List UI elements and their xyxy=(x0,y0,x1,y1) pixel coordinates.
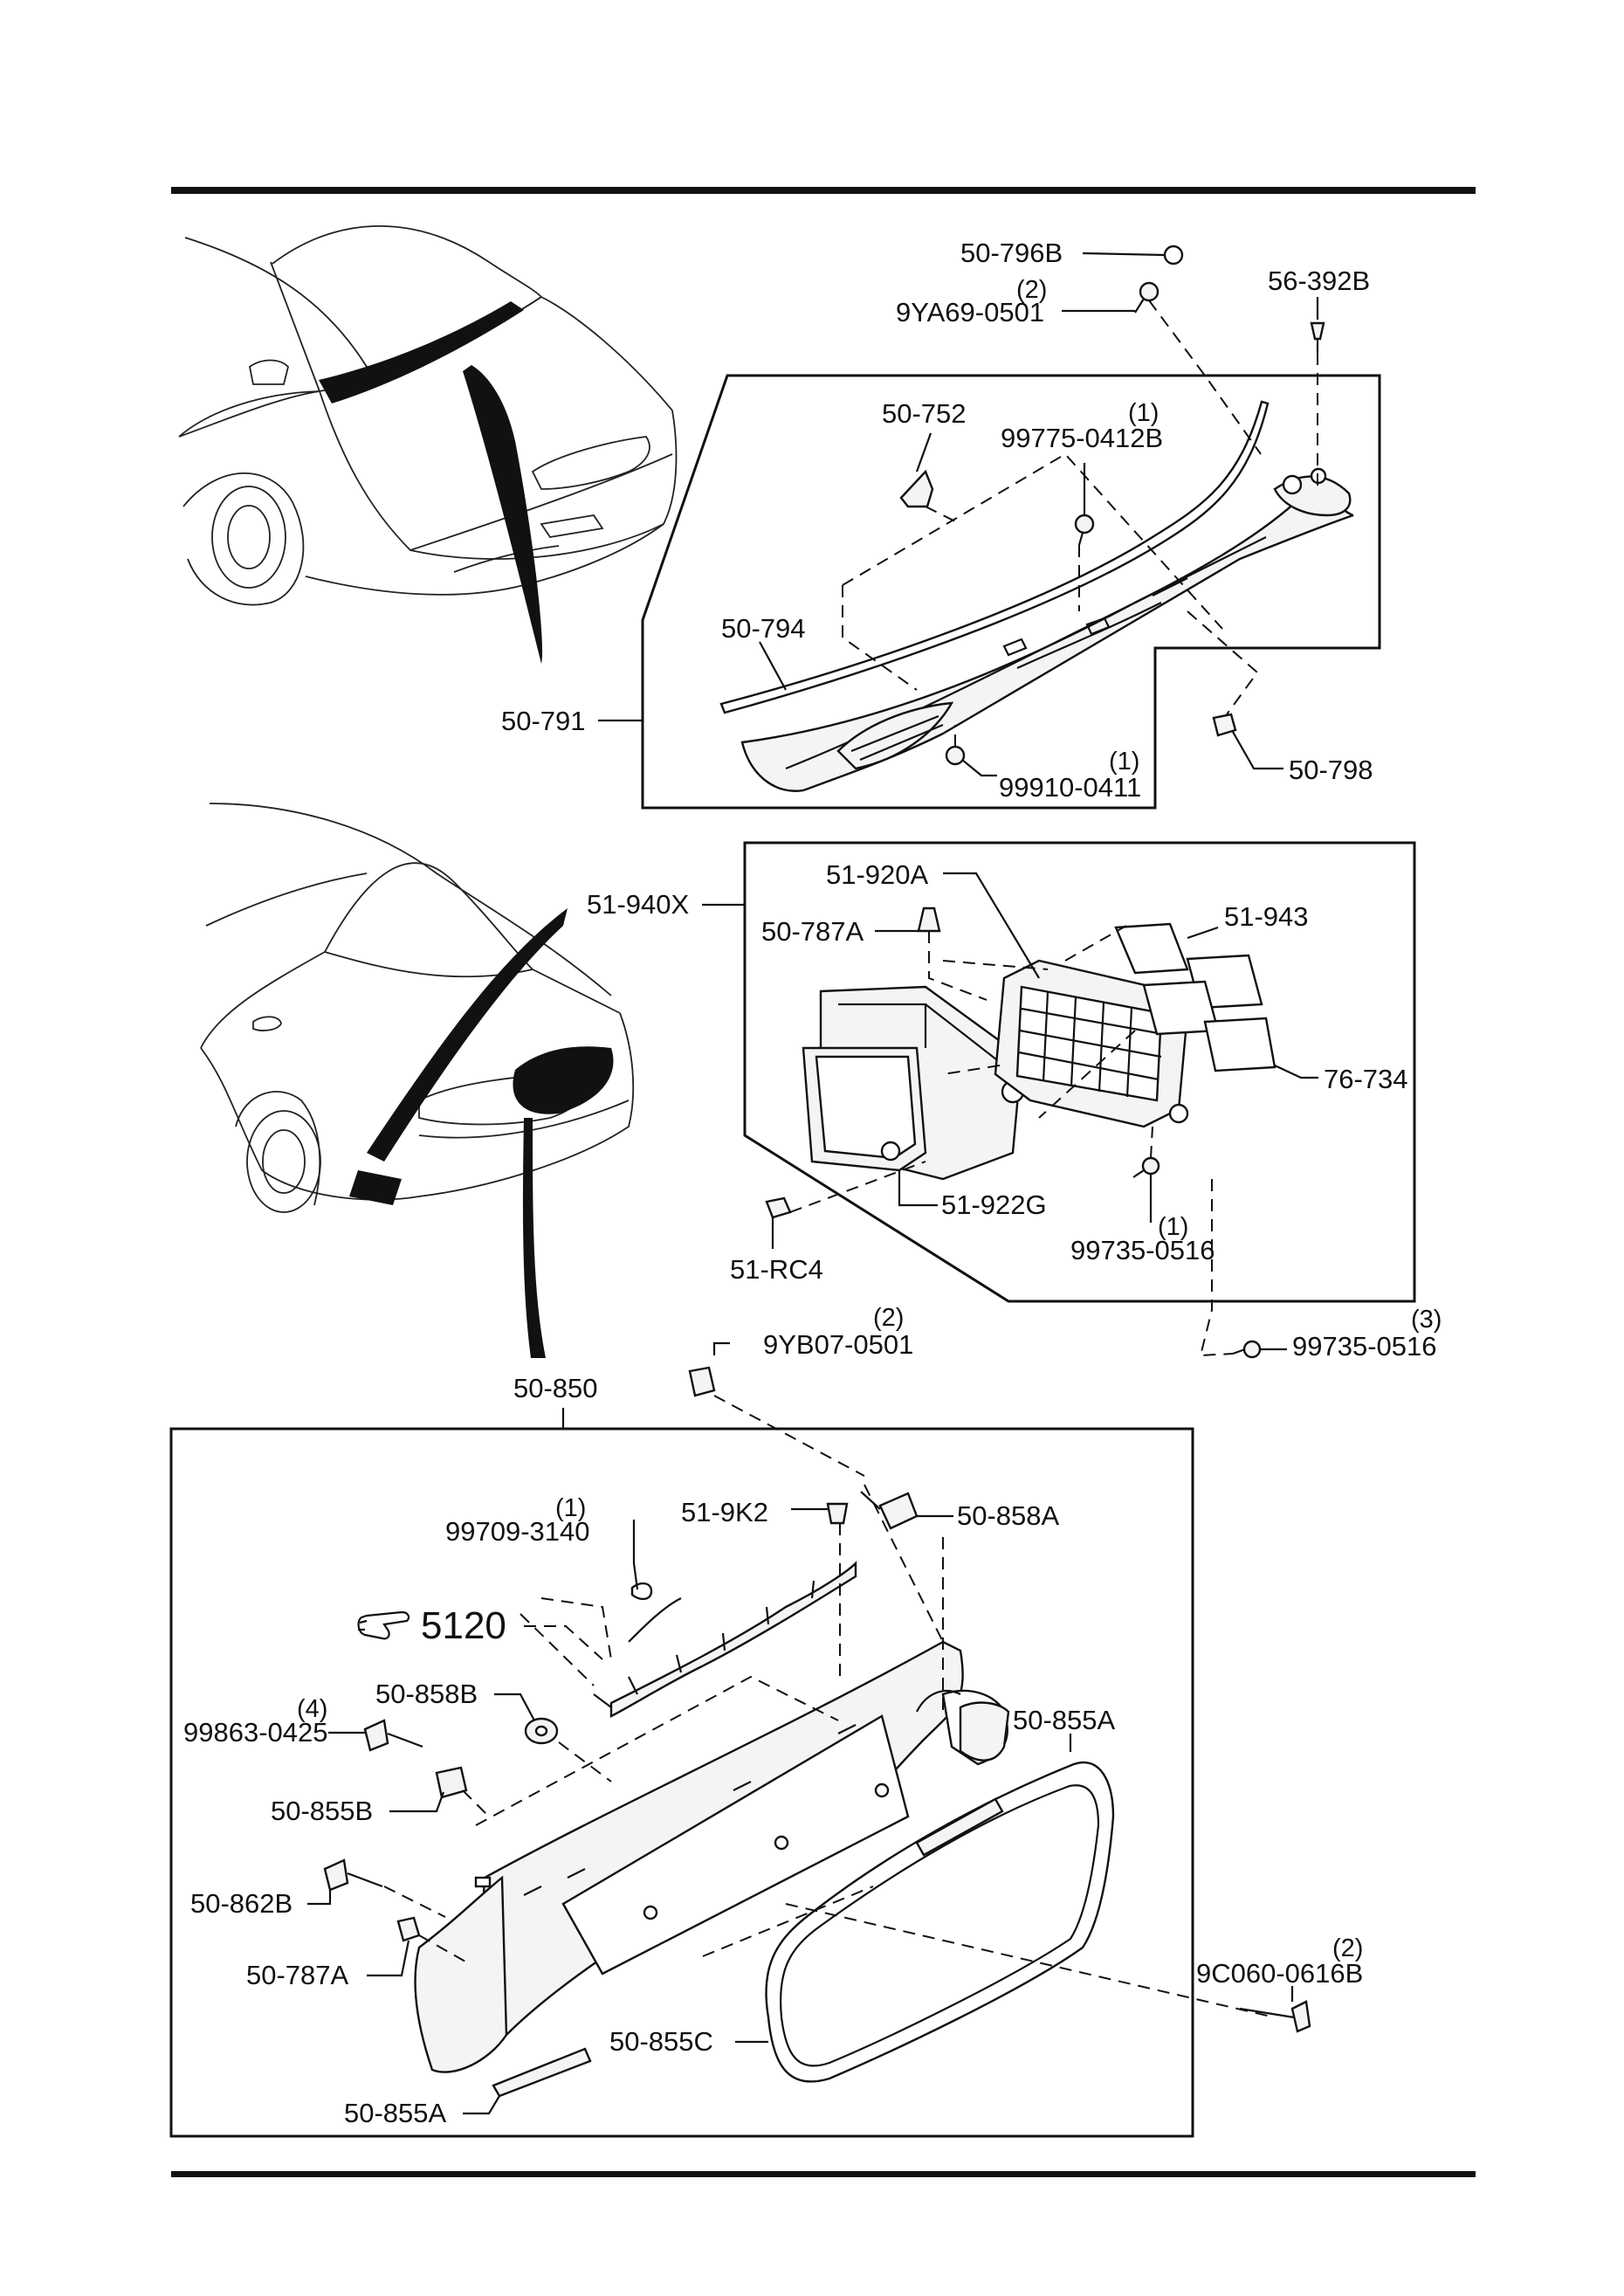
label-50-862B: 50-862B xyxy=(190,1888,292,1919)
label-50-794: 50-794 xyxy=(721,613,806,644)
label-51-920A: 51-920A xyxy=(826,859,929,890)
car-front-illustration xyxy=(178,224,678,664)
cowl-section xyxy=(598,245,1381,810)
label-50-752: 50-752 xyxy=(882,398,967,429)
cowl-grille xyxy=(740,487,1354,792)
screw-99775-0412B xyxy=(1074,514,1095,546)
label-50-855A-bottom: 50-855A xyxy=(344,2098,447,2128)
label-51-RC4: 51-RC4 xyxy=(730,1254,823,1285)
bracket-50-752 xyxy=(899,469,934,508)
pointing-hand-icon xyxy=(357,1610,410,1640)
bolt-50-858A xyxy=(860,1491,919,1530)
qty-9YA69-0501: (2) xyxy=(1016,276,1047,304)
label-99735-0516-a: 99735-0516 xyxy=(1070,1235,1215,1265)
label-99709-3140: 99709-3140 xyxy=(445,1516,590,1547)
clip-51-9K2 xyxy=(826,1502,849,1525)
cap-50-796B xyxy=(1163,245,1184,265)
qty-9C060-0616B: (2) xyxy=(1332,1934,1363,1962)
label-76-734: 76-734 xyxy=(1324,1064,1408,1094)
label-50-798: 50-798 xyxy=(1289,755,1373,785)
label-50-855B: 50-855B xyxy=(271,1796,373,1826)
clip-50-787A-top xyxy=(917,907,941,933)
bolt-9C060-0616B xyxy=(1239,2000,1311,2033)
vent-flaps xyxy=(1114,922,1276,1072)
label-51-943: 51-943 xyxy=(1224,901,1309,932)
car-rear-illustration xyxy=(200,803,635,1358)
label-99863-0425: 99863-0425 xyxy=(183,1717,328,1748)
label-50-796B: 50-796B xyxy=(960,238,1063,268)
moulding-50-855A-bottom xyxy=(492,2047,592,2098)
clip-50-798 xyxy=(1212,713,1237,737)
qty-9YB07-0501: (2) xyxy=(873,1304,904,1332)
nut-9YB07-0501 xyxy=(688,1341,730,1397)
washer-50-858B xyxy=(524,1717,559,1745)
screw-99735-0516-b xyxy=(1232,1340,1262,1359)
qty-99910-0411: (1) xyxy=(1109,748,1139,776)
label-99910-0411: 99910-0411 xyxy=(999,772,1141,803)
screw-99735-0516-a xyxy=(1132,1156,1160,1178)
qty-99775-0412B: (1) xyxy=(1128,399,1159,427)
label-56-392B: 56-392B xyxy=(1268,265,1370,296)
label-50-858A: 50-858A xyxy=(957,1500,1060,1531)
clip-56-392B xyxy=(1310,321,1325,353)
label-9C060-0616B: 9C060-0616B xyxy=(1196,1958,1363,1989)
screw-99863-0425 xyxy=(363,1719,423,1752)
vent-section xyxy=(702,841,1416,1359)
reflector-50-855C xyxy=(765,1762,1115,2083)
garnish-frame xyxy=(169,1427,1194,2138)
reference-5120: 5120 xyxy=(357,1604,603,1660)
label-9YB07-0501: 9YB07-0501 xyxy=(763,1329,913,1360)
label-50-858B: 50-858B xyxy=(375,1679,478,1709)
bolt-50-862B xyxy=(323,1858,383,1892)
qty-99735-0516-b: (3) xyxy=(1411,1306,1442,1334)
reference-5120-text: 5120 xyxy=(421,1604,506,1647)
vent-housing xyxy=(802,985,1025,1181)
bottom-rule xyxy=(171,2171,1476,2177)
wire-harness xyxy=(593,1561,857,1718)
label-50-855A-top: 50-855A xyxy=(1013,1705,1116,1735)
nut-50-855B xyxy=(435,1766,468,1799)
label-51-940X: 51-940X xyxy=(587,889,690,920)
vent-grille xyxy=(994,959,1189,1128)
clip-50-787A-bottom xyxy=(396,1916,421,1942)
label-51-922G: 51-922G xyxy=(941,1189,1047,1220)
screw-99910-0411 xyxy=(945,745,966,766)
label-50-791: 50-791 xyxy=(501,706,586,736)
qty-99709-3140: (1) xyxy=(555,1494,586,1522)
moulding-50-855A-top xyxy=(915,1797,1004,1857)
label-50-787A-top: 50-787A xyxy=(761,916,864,947)
top-rule xyxy=(171,187,1476,194)
rear-garnish xyxy=(414,1640,1010,2073)
label-99735-0516-b: 99735-0516 xyxy=(1292,1331,1437,1362)
label-50-850: 50-850 xyxy=(513,1373,598,1403)
cowl-seal xyxy=(719,400,1270,714)
screw-9YA69-0501 xyxy=(1134,281,1160,314)
cowl-frame xyxy=(641,374,1381,810)
clip-51-RC4 xyxy=(765,1196,792,1219)
label-50-787A-bottom: 50-787A xyxy=(246,1960,349,1990)
garnish-section xyxy=(169,1341,1311,2138)
label-51-9K2: 51-9K2 xyxy=(681,1497,768,1527)
label-9YA69-0501: 9YA69-0501 xyxy=(896,297,1044,328)
qty-99863-0425: (4) xyxy=(297,1695,327,1723)
label-50-855C: 50-855C xyxy=(609,2026,713,2057)
qty-99735-0516-a: (1) xyxy=(1158,1213,1188,1241)
label-99775-0412B: 99775-0412B xyxy=(1001,423,1163,453)
